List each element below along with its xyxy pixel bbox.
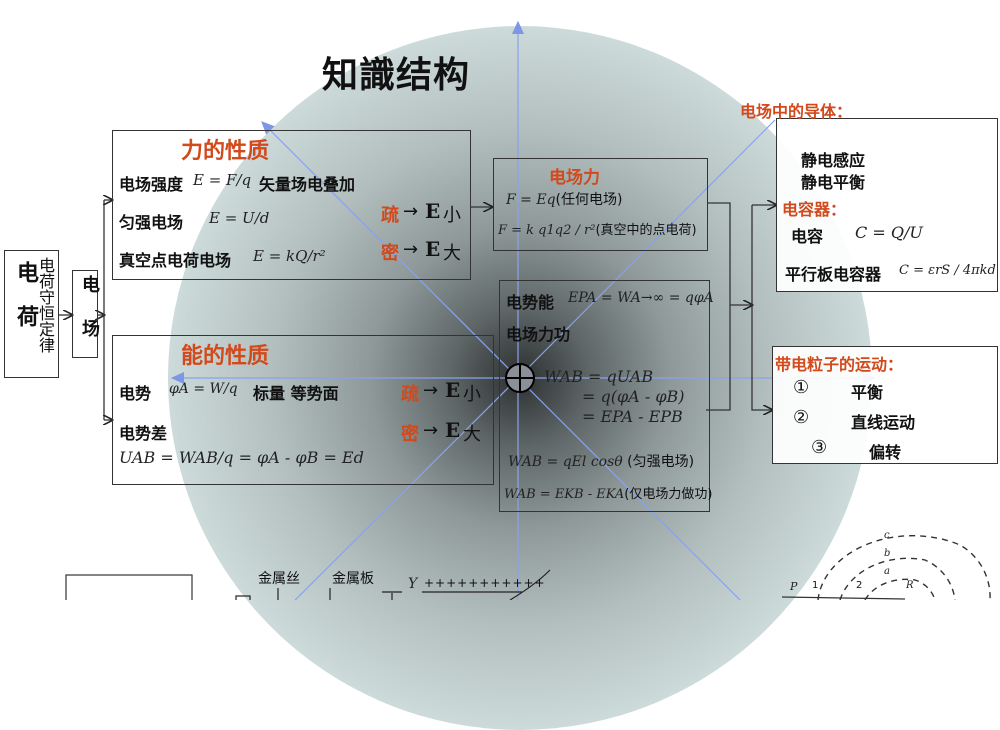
capacitor-heading: 电容器： [782,200,847,219]
field-force-heading: 电场力 [549,168,600,188]
orbit-label-a: a [884,566,890,577]
sparse-label: 疏 [381,205,399,226]
dense-label-2: 密 [401,424,419,445]
conductor-capacitor-box: 静电感应 静电平衡 电容 C = Q/U 平行板电容器 C = εrS / 4π… [776,118,998,292]
force-property-box: 力的性质 电场强度 E = F/q 矢量场电叠加 匀强电场 E = U/d 真空… [112,130,471,280]
orbit-label-p: P [790,580,798,593]
conservation-label: 电荷守恒定律 [36,257,55,353]
field-force-box: 电场力 F = Eq(任何电场) F = k q1q2 / r²(真空中的点电荷… [493,158,708,251]
parallel-plate-formula: C = εrS / 4πkd [899,263,996,278]
kinetic-work-row: WAB = EKB - EKA(仅电场力做功) [504,483,712,502]
page-title: 知識结构 [322,55,471,96]
orbit-label-r: R [906,580,914,591]
orbit-label-c: c [884,530,890,541]
point-charge-note: (真空中的点电荷) [595,223,697,238]
orbit-label-1: 1 [812,580,819,591]
work-energy-box: 电势能 EPA = WA→∞ = qφA 电场力功 WAB = qUAB = q… [499,280,714,512]
parallel-plate-label: 平行板电容器 [785,265,882,284]
potential-energy-label: 电势能 [506,293,555,312]
small-label: 小 [443,205,461,226]
coulomb-law-row: F = k q1q2 / r²(真空中的点电荷) [498,219,697,238]
y-label: Y [408,576,418,592]
force-heading: 力的性质 [181,139,270,164]
uniform-work-formula: WAB = qEl cosθ [508,454,623,470]
large-label: 大 [443,243,461,264]
any-field-note: (任何电场) [555,192,623,208]
field-strength-label: 电场强度 [119,175,184,194]
e-label-1: E [425,199,441,223]
particle-motion-box: 带电粒子的运动： ① 平衡 ② 直线运动 ③ 偏转 [772,346,998,464]
motion-item-linear: 直线运动 [851,413,916,432]
orbit-label-2: 2 [856,580,863,591]
small-label-2: 小 [463,384,481,405]
motion-num-2: ② [793,407,810,428]
work-line-3: = EPA - EPB [582,407,683,426]
potential-formula: φA = W/q [169,381,238,397]
uniform-field-label: 匀强电场 [119,213,184,232]
potential-energy-formula: EPA = WA→∞ = qφA [568,290,714,306]
potential-difference-formula: UAB = WAB/q = φA - φB = Ed [119,448,364,467]
vector-superposition-note: 矢量场电叠加 [259,175,356,194]
orbit-label-b: b [884,548,891,559]
motion-num-1: ① [793,377,810,398]
plate-label: 金属板 [332,571,374,587]
field-strength-formula: E = F/q [193,171,252,189]
electrostatic-equilibrium: 静电平衡 [801,173,866,192]
field-work-label: 电场力功 [506,325,571,344]
kinetic-work-formula: WAB = EKB - EKA [504,487,625,502]
plate-diagram [235,569,551,600]
capacitance-formula: C = Q/U [855,223,923,242]
coulomb-general-row: F = Eq(任何电场) [506,189,622,209]
work-lines: WAB = qUAB = q(φA - φB) = EPA - EPB [544,367,685,427]
motion-num-3: ③ [811,437,828,458]
uniform-work-row: WAB = qEl cosθ (匀强电场) [508,451,694,471]
motion-item-deflection: 偏转 [869,443,902,462]
uniform-work-note: (匀强电场) [627,454,695,470]
motion-item-balance: 平衡 [851,383,884,402]
origin-charge-symbol [505,363,535,393]
electrostatic-induction: 静电感应 [801,151,866,170]
sparse-label-2: 疏 [401,384,419,405]
potential-difference-label: 电势差 [119,424,168,443]
e-label-3: E [445,378,461,402]
scalar-equipotential-note: 标量 等势面 [253,384,339,403]
field-box: 电场 [72,270,100,363]
work-line-2: = q(φA - φB) [582,387,685,406]
kinetic-work-note: (仅电场力做功) [624,487,713,502]
connector-lines [58,20,991,600]
f-eq-formula: F = Eq [506,192,556,208]
wire-label: 金属丝 [258,571,300,587]
charge-label: 电荷 [13,261,38,349]
capacitance-label: 电容 [791,227,824,246]
potential-label: 电势 [119,384,152,403]
e-label-2: E [425,237,441,261]
bottom-left-box [65,574,193,600]
energy-heading: 能的性质 [181,344,270,369]
coulomb-formula: F = k q1q2 / r² [498,223,596,238]
dense-label: 密 [381,243,399,264]
e-label-4: E [445,418,461,442]
plus-charges: +++++++++++ [424,576,546,590]
point-charge-field-formula: E = kQ/r² [253,247,326,265]
point-charge-field-label: 真空点电荷电场 [119,251,232,270]
motion-heading: 带电粒子的运动： [775,355,904,374]
work-line-1: WAB = qUAB [544,367,654,386]
large-label-2: 大 [463,424,481,445]
uniform-field-formula: E = U/d [209,209,270,227]
energy-property-box: 能的性质 电势 φA = W/q 标量 等势面 电势差 UAB = WAB/q … [112,335,494,485]
conductor-heading: 电场中的导体： [740,102,853,121]
orbit-diagram [817,535,991,600]
charge-box: 电荷 电荷守恒定律 [4,250,59,378]
field-label: 电场 [79,275,100,363]
